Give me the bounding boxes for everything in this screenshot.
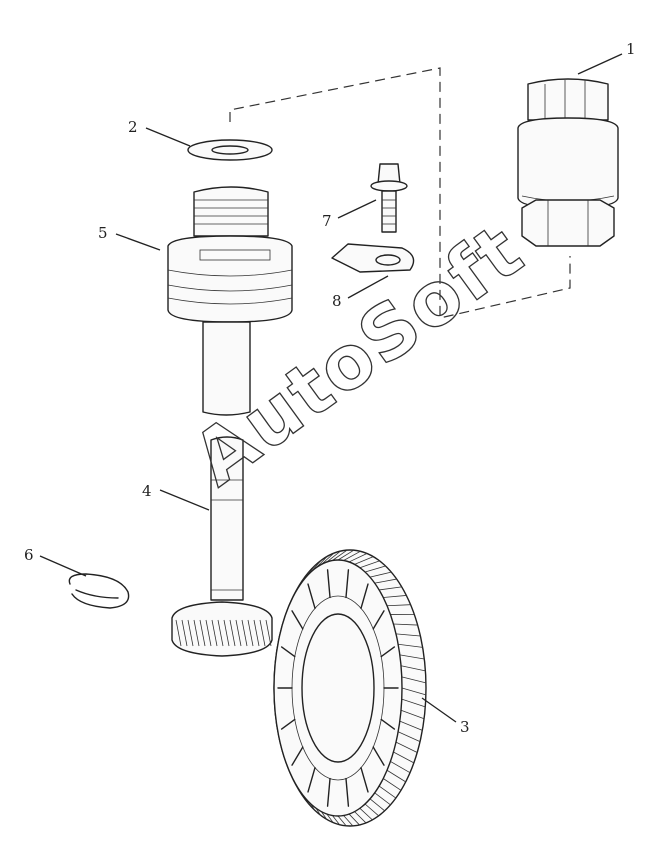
ring-gear-slots xyxy=(277,569,399,807)
part-3-ring-gear xyxy=(273,549,427,827)
assembly-dashed-line xyxy=(229,67,571,319)
callout-4: 4 xyxy=(142,482,152,500)
part-7-bolt xyxy=(370,163,408,233)
leader-4 xyxy=(159,489,210,511)
part-8-lock-plate xyxy=(331,243,415,273)
leader-5 xyxy=(115,233,161,251)
part-5-housing xyxy=(167,186,293,416)
leader-8 xyxy=(347,275,389,299)
callout-5: 5 xyxy=(98,224,108,242)
shaft-gear-teeth xyxy=(175,619,272,647)
callout-6: 6 xyxy=(24,546,34,564)
callout-2: 2 xyxy=(128,118,138,136)
leader-6 xyxy=(39,555,87,577)
part-4-driven-gear-shaft xyxy=(171,436,273,657)
leader-1 xyxy=(577,53,623,75)
part-6-retaining-clip xyxy=(68,573,130,609)
callout-8: 8 xyxy=(332,292,342,310)
leader-7 xyxy=(337,199,377,219)
callout-7: 7 xyxy=(322,212,332,230)
leader-2 xyxy=(145,127,191,147)
part-2-washer xyxy=(187,139,273,161)
callout-1: 1 xyxy=(626,40,636,58)
part-1-speed-sensor xyxy=(517,78,619,247)
leader-3 xyxy=(421,697,457,723)
callout-3: 3 xyxy=(460,718,470,736)
